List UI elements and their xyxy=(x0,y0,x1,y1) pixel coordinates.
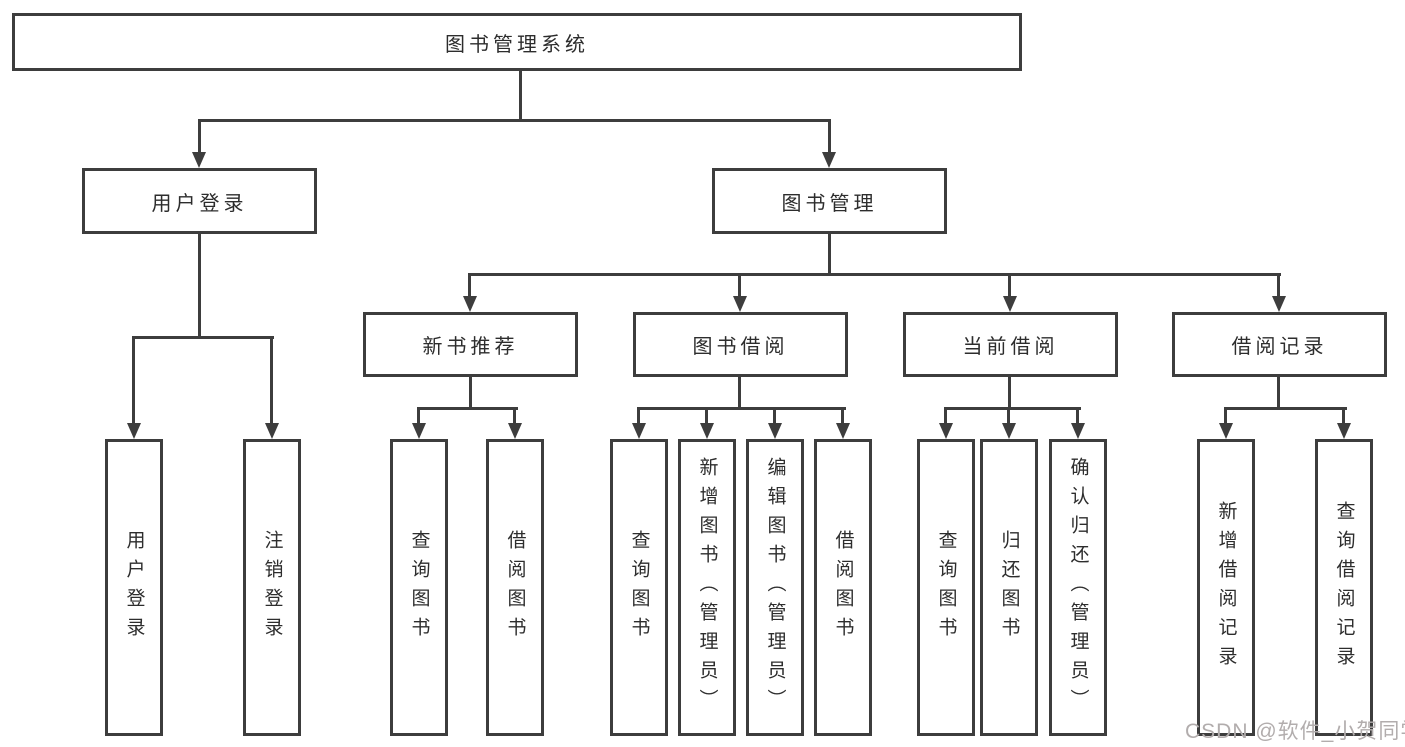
arrowhead-down-icon xyxy=(768,423,782,439)
leaf-label: 借阅图书 xyxy=(504,529,526,646)
connector-line xyxy=(1008,376,1011,410)
connector-line xyxy=(1277,376,1280,410)
node-borrow-record-label: 借阅记录 xyxy=(1231,336,1328,358)
connector-line xyxy=(1277,273,1280,300)
node-book-management-label: 图书管理 xyxy=(781,192,878,215)
node-root-label: 图书管理系统 xyxy=(445,33,589,56)
connector-line xyxy=(132,336,274,339)
arrowhead-down-icon xyxy=(822,152,836,168)
leaf-logout: 注销登录 xyxy=(243,439,301,736)
connector-line xyxy=(738,273,741,300)
connector-line xyxy=(705,407,708,427)
node-user-login: 用户登录 xyxy=(82,168,317,234)
node-current-borrow-label: 当前借阅 xyxy=(962,336,1059,358)
arrowhead-down-icon xyxy=(1071,423,1085,439)
leaf-label: 查询图书 xyxy=(935,529,957,646)
node-root: 图书管理系统 xyxy=(12,13,1022,71)
leaf-label: 查询图书 xyxy=(408,529,430,646)
connector-line xyxy=(944,407,947,427)
connector-line xyxy=(417,407,518,410)
arrowhead-down-icon xyxy=(412,423,426,439)
arrowhead-down-icon xyxy=(700,423,714,439)
connector-line xyxy=(1224,407,1347,410)
connector-line xyxy=(1008,273,1011,300)
node-current-borrow: 当前借阅 xyxy=(903,312,1118,377)
arrowhead-down-icon xyxy=(632,423,646,439)
node-book-borrow-label: 图书借阅 xyxy=(692,336,789,358)
leaf-label: 新增图书（管理员） xyxy=(696,457,718,718)
connector-line xyxy=(1076,407,1079,427)
connector-line xyxy=(270,336,273,427)
arrowhead-down-icon xyxy=(836,423,850,439)
connector-line xyxy=(773,407,776,427)
leaf-query-book-current: 查询图书 xyxy=(917,439,975,736)
connector-line xyxy=(132,336,135,427)
leaf-label: 注销登录 xyxy=(261,529,283,646)
connector-line xyxy=(198,119,831,122)
connector-line xyxy=(469,376,472,410)
leaf-label: 编辑图书（管理员） xyxy=(764,457,786,718)
connector-line xyxy=(738,376,741,410)
leaf-label: 确认归还（管理员） xyxy=(1067,457,1089,718)
connector-line xyxy=(513,407,516,427)
connector-line xyxy=(417,407,420,427)
connector-line xyxy=(198,233,201,339)
connector-line xyxy=(1224,407,1227,427)
node-book-management: 图书管理 xyxy=(712,168,947,234)
connector-line xyxy=(828,119,831,156)
connector-line xyxy=(519,70,522,122)
leaf-query-book-borrow: 查询图书 xyxy=(610,439,668,736)
node-new-book-recommend: 新书推荐 xyxy=(363,312,578,377)
leaf-query-borrow-record: 查询借阅记录 xyxy=(1315,439,1373,736)
node-borrow-record: 借阅记录 xyxy=(1172,312,1387,377)
arrowhead-down-icon xyxy=(1337,423,1351,439)
arrowhead-down-icon xyxy=(939,423,953,439)
leaf-edit-book-admin: 编辑图书（管理员） xyxy=(746,439,804,736)
leaf-borrow-book-recommend: 借阅图书 xyxy=(486,439,544,736)
connector-line xyxy=(841,407,844,427)
connector-line xyxy=(1007,407,1010,427)
connector-line xyxy=(828,233,831,276)
leaf-label: 查询借阅记录 xyxy=(1333,500,1355,675)
leaf-query-book-recommend: 查询图书 xyxy=(390,439,448,736)
leaf-label: 归还图书 xyxy=(998,529,1020,646)
leaf-label: 借阅图书 xyxy=(832,529,854,646)
connector-line xyxy=(637,407,640,427)
leaf-confirm-return-admin: 确认归还（管理员） xyxy=(1049,439,1107,736)
connector-line xyxy=(468,273,471,300)
arrowhead-down-icon xyxy=(1003,296,1017,312)
leaf-return-book: 归还图书 xyxy=(980,439,1038,736)
connector-line xyxy=(637,407,846,410)
arrowhead-down-icon xyxy=(733,296,747,312)
watermark: CSDN @软件_小贺同学 xyxy=(1185,720,1405,743)
connector-line xyxy=(944,407,1081,410)
arrowhead-down-icon xyxy=(1272,296,1286,312)
node-book-borrow: 图书借阅 xyxy=(633,312,848,377)
arrowhead-down-icon xyxy=(1002,423,1016,439)
leaf-borrow-book: 借阅图书 xyxy=(814,439,872,736)
leaf-label: 用户登录 xyxy=(123,529,145,646)
node-user-login-label: 用户登录 xyxy=(151,192,248,215)
arrowhead-down-icon xyxy=(1219,423,1233,439)
connector-line xyxy=(469,273,1281,276)
leaf-add-book-admin: 新增图书（管理员） xyxy=(678,439,736,736)
connector-line xyxy=(1342,407,1345,427)
arrowhead-down-icon xyxy=(265,423,279,439)
arrowhead-down-icon xyxy=(463,296,477,312)
arrowhead-down-icon xyxy=(127,423,141,439)
leaf-user-login: 用户登录 xyxy=(105,439,163,736)
leaf-label: 新增借阅记录 xyxy=(1215,500,1237,675)
node-new-book-recommend-label: 新书推荐 xyxy=(422,336,519,358)
connector-line xyxy=(198,119,201,156)
leaf-add-borrow-record: 新增借阅记录 xyxy=(1197,439,1255,736)
arrowhead-down-icon xyxy=(192,152,206,168)
leaf-label: 查询图书 xyxy=(628,529,650,646)
arrowhead-down-icon xyxy=(508,423,522,439)
